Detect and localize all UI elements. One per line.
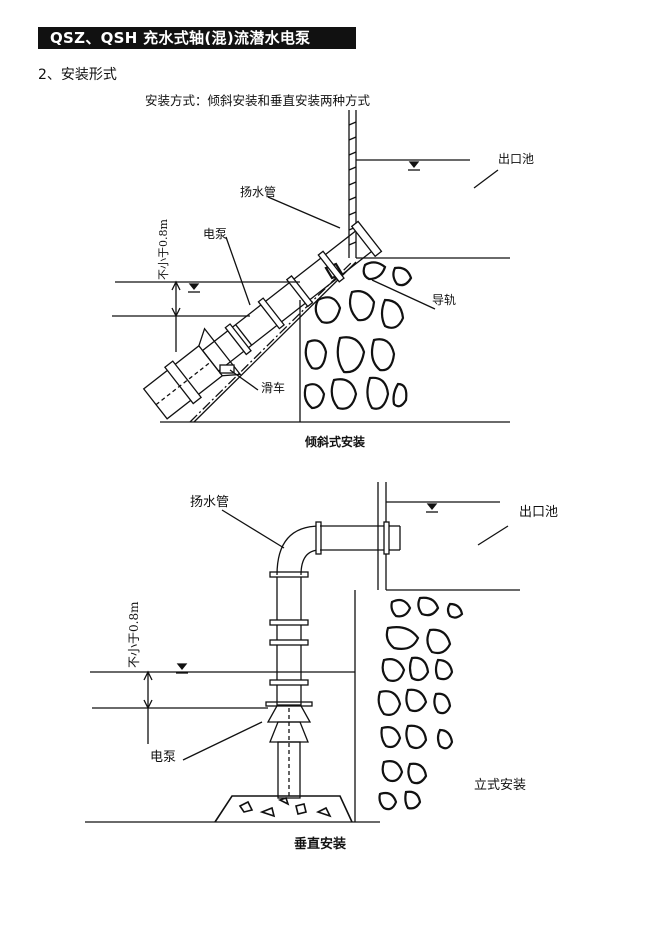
pump-base bbox=[214, 795, 353, 823]
label-depth: 不小于0.8m bbox=[157, 219, 170, 280]
water-level-icon bbox=[408, 161, 420, 171]
inclined-diagram bbox=[112, 110, 510, 423]
inclined-pump-pipe bbox=[142, 220, 383, 420]
trolley bbox=[219, 364, 235, 374]
leader-outlet bbox=[477, 525, 509, 546]
leader-pump bbox=[182, 721, 263, 761]
label-pump: 电泵 bbox=[150, 750, 176, 765]
label-depth: 不小于0.8m bbox=[127, 601, 141, 668]
vertical-pipe bbox=[269, 521, 401, 706]
vertical-pump bbox=[265, 701, 313, 799]
caption-inclined: 倾斜式安装 bbox=[304, 434, 365, 449]
water-level-icon bbox=[426, 503, 438, 513]
leader-outlet bbox=[473, 169, 499, 189]
label-outlet: 出口池 bbox=[498, 152, 534, 166]
label-pipe: 扬水管 bbox=[190, 495, 229, 510]
caption-vertical: 垂直安装 bbox=[294, 836, 346, 852]
concrete-fill bbox=[377, 596, 464, 811]
concrete-fill bbox=[303, 261, 413, 410]
label-standing: 立式安装 bbox=[474, 778, 526, 793]
label-pump: 电泵 bbox=[203, 227, 227, 241]
label-trolley: 滑车 bbox=[261, 380, 285, 395]
leader-pump bbox=[225, 236, 251, 306]
water-level-icon bbox=[188, 283, 200, 293]
section-subtitle: 安装方式：倾斜安装和垂直安装两种方式 bbox=[145, 93, 371, 108]
label-pipe: 扬水管 bbox=[240, 184, 276, 199]
label-rail: 导轨 bbox=[432, 293, 456, 307]
vertical-diagram bbox=[85, 482, 520, 823]
leader-trolley bbox=[229, 369, 259, 391]
label-outlet: 出口池 bbox=[519, 505, 558, 520]
leader-rail bbox=[371, 279, 436, 310]
page-title: QSZ、QSH 充水式轴(混)流潜水电泵 bbox=[38, 27, 356, 49]
water-level-icon bbox=[176, 663, 188, 674]
leader-pipe bbox=[221, 509, 285, 549]
leader-pipe bbox=[267, 196, 341, 229]
outlet-wall bbox=[348, 110, 357, 258]
section-heading: 2、安装形式 bbox=[38, 67, 117, 83]
